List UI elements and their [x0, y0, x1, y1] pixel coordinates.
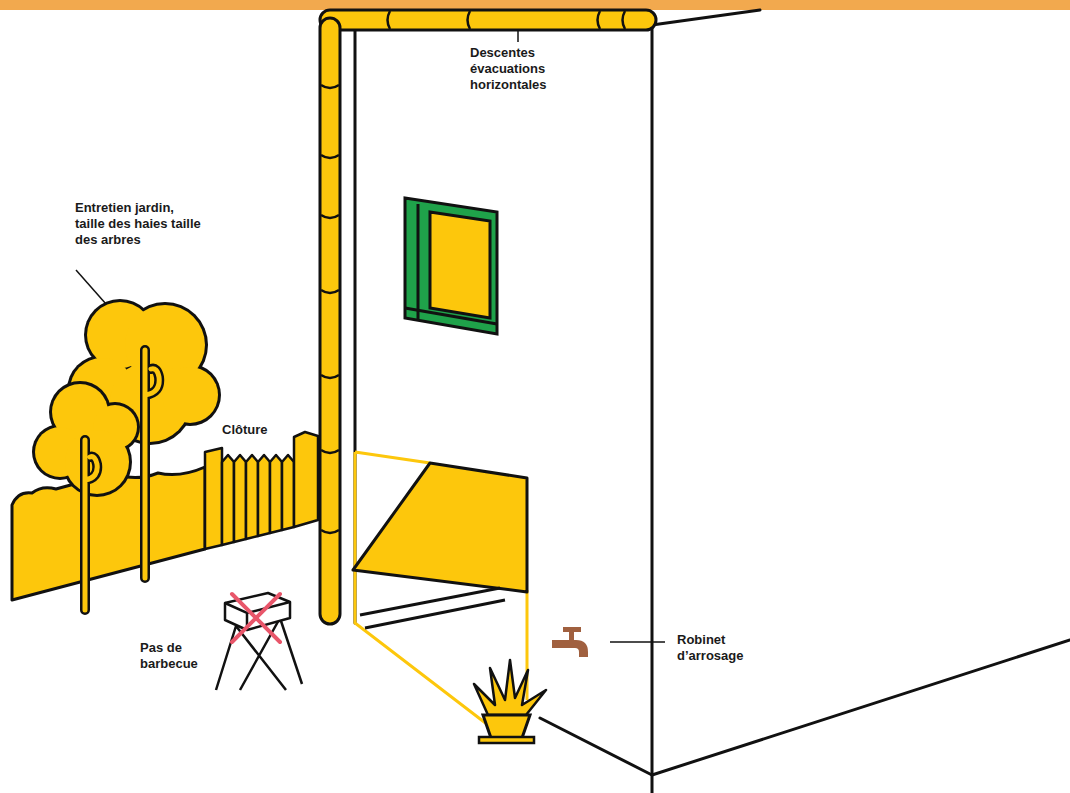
house-walls	[355, 10, 1070, 793]
garage-floor	[360, 588, 505, 628]
downpipe	[320, 18, 340, 624]
gutter-joints	[388, 11, 626, 29]
callout-label: Pas de barbecue	[140, 640, 210, 672]
plant-leaves	[474, 660, 546, 715]
garden-tap	[552, 627, 588, 657]
fence-picket	[222, 455, 234, 545]
gutter	[320, 10, 656, 30]
leader-line	[517, 30, 519, 42]
window-pane	[430, 212, 490, 318]
window-shutter	[417, 204, 420, 320]
ground-line	[540, 718, 652, 775]
pot-saucer	[479, 737, 534, 743]
window-frame	[405, 198, 497, 334]
callout-label: Entretien jardin, taille des haies taill…	[75, 200, 205, 248]
fence-picket	[258, 455, 270, 536]
trunk	[145, 350, 159, 578]
downpipe-joints	[321, 85, 339, 533]
wall-corner	[651, 25, 654, 793]
barbecue-legs	[216, 618, 302, 690]
tree-small	[32, 381, 140, 610]
fence-post	[294, 432, 318, 527]
leader-line	[76, 270, 106, 304]
barbecue	[216, 593, 302, 690]
callout-label: Robinet d’arrosage	[677, 632, 767, 664]
callout-label: Clôture	[222, 422, 268, 438]
window-sill	[405, 308, 497, 324]
canopy	[162, 367, 218, 423]
trunk-outline	[85, 440, 97, 610]
trunk-outline	[145, 350, 159, 578]
tap-spout	[552, 640, 588, 657]
callout-label: Descentes évacuations horizontales	[470, 45, 560, 93]
tap-stem	[569, 631, 574, 641]
trunk	[85, 440, 97, 610]
garage-door	[353, 463, 527, 592]
plant-pot	[483, 715, 530, 738]
fence-picket	[270, 455, 282, 533]
fence-picket	[234, 455, 246, 542]
fence-picket	[246, 455, 258, 539]
leader-line	[610, 641, 665, 643]
forbidden-cross	[232, 594, 280, 642]
fence	[205, 432, 318, 549]
roof-edge	[652, 10, 760, 25]
fence-picket	[282, 455, 294, 530]
fence-post	[205, 448, 222, 549]
